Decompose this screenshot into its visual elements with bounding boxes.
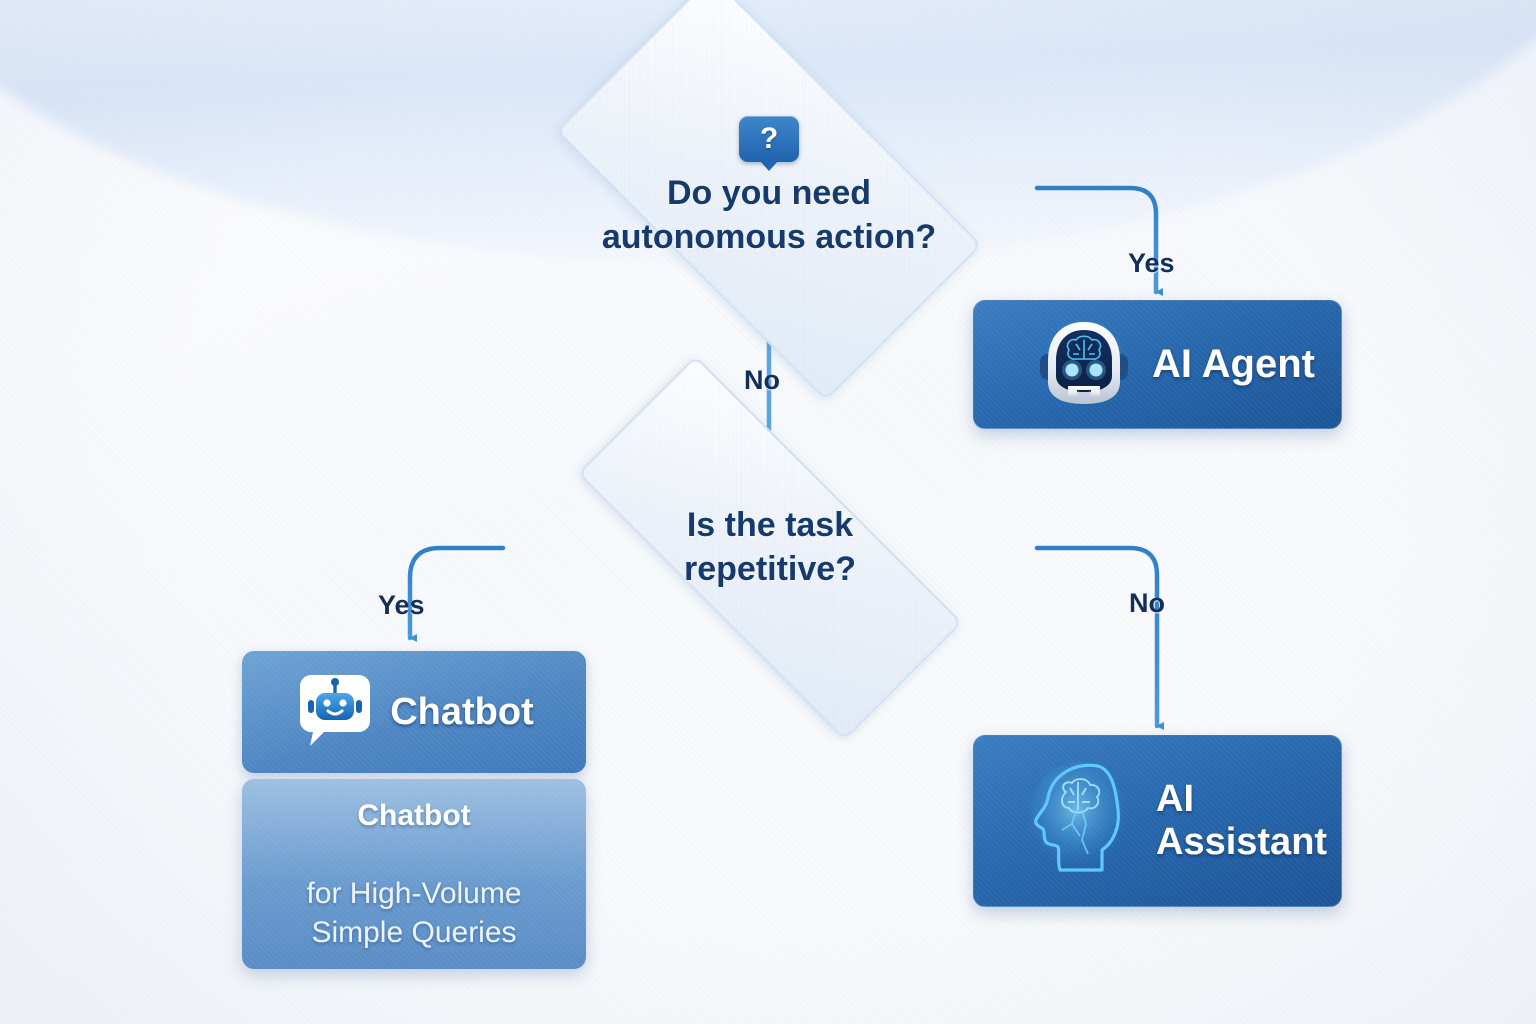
result-node-chatbot-body[interactable]: Chatbot for High-Volume Simple Queries — [242, 779, 586, 969]
edge-path-decision2-no — [1034, 545, 1164, 730]
edge-label-decision2-no: No — [1129, 588, 1165, 618]
decision2-content: Is the task repetitive? — [583, 504, 957, 591]
result-node-chatbot-header[interactable]: Chatbot — [242, 651, 586, 773]
ai-assistant-label: AI Assistant — [1156, 778, 1328, 863]
edge-label-decision2-yes: Yes — [378, 590, 425, 620]
chatbot-body-text: Chatbot for High-Volume Simple Queries — [294, 779, 533, 969]
decision-node-autonomous-action[interactable]: ? Do you need autonomous action? — [499, 0, 1039, 401]
chatbot-body-lines: for High-Volume Simple Queries — [306, 877, 522, 949]
chat-bubble-robot-icon — [294, 669, 376, 756]
decision1-content: ? Do you need autonomous action? — [580, 116, 958, 259]
chatbot-header-label: Chatbot — [390, 690, 534, 733]
question-mark-glyph: ? — [759, 122, 779, 156]
head-brain-profile-icon — [1024, 758, 1132, 885]
question-mark-icon: ? — [739, 116, 799, 172]
edge-label-decision1-no: No — [744, 365, 780, 395]
result-node-ai-agent[interactable]: AI Agent — [973, 300, 1342, 429]
result-node-ai-assistant[interactable]: AI Assistant — [973, 735, 1342, 907]
ai-agent-label: AI Agent — [1152, 342, 1315, 387]
decision1-text: Do you need autonomous action? — [601, 174, 937, 256]
chatbot-body-title: Chatbot — [357, 799, 471, 832]
edge-path-decision1-yes — [1034, 185, 1163, 296]
edge-label-decision1-yes: Yes — [1128, 248, 1175, 278]
decision-node-task-repetitive[interactable]: Is the task repetitive? — [503, 355, 1037, 741]
robot-head-brain-icon — [1032, 310, 1136, 419]
edge-path-decision2-yes — [407, 545, 506, 642]
decision2-text: Is the task repetitive? — [684, 506, 856, 588]
